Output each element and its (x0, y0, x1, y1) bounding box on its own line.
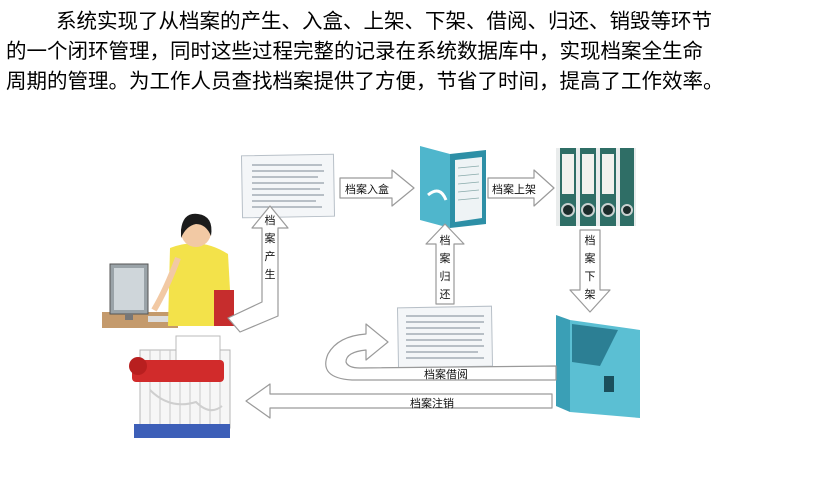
paragraph-line-2: 的一个闭环管理，同时这些过程完整的记录在系统数据库中，实现档案全生命 (6, 39, 703, 63)
diagram-graphics (102, 146, 640, 438)
arrow-unshelving (569, 229, 611, 313)
binder-shelf-icon (556, 148, 636, 226)
shredder-icon (129, 335, 231, 438)
arrow-returning (425, 223, 465, 305)
paragraph-line-3: 周期的管理。为工作人员查找档案提供了方便，节省了时间，提高了工作效率。 (6, 69, 724, 93)
arrow-boxing (339, 169, 415, 207)
archive-document-icon (240, 153, 336, 219)
archive-box-closed-icon (556, 315, 640, 418)
label-unshelving: 档案下架 (584, 234, 596, 301)
paragraph-line-1: 系统实现了从档案的产生、入盒、上架、下架、借阅、归还、销毁等环节 (56, 9, 712, 33)
label-shelving: 档案上架 (492, 183, 536, 196)
label-produce: 档案产生 (264, 214, 276, 281)
borrowed-document-icon (396, 305, 494, 369)
arrow-borrowing (325, 323, 557, 381)
label-borrowing: 档案借阅 (424, 368, 468, 381)
description-paragraph: 系统实现了从档案的产生、入盒、上架、下架、借阅、归还、销毁等环节 的一个闭环管理… (6, 6, 836, 96)
archive-lifecycle-diagram: 档案产生 档案入盒 档案上架 档案下架 档案归还 档案借阅 档案注销 (0, 140, 838, 497)
label-destroy: 档案注销 (410, 397, 454, 410)
arrow-produce (227, 205, 289, 333)
archive-box-open-icon (420, 146, 486, 228)
office-worker-icon (102, 213, 234, 328)
arrow-shelving (487, 169, 555, 207)
label-boxing: 档案入盒 (345, 183, 389, 196)
label-returning: 档案归还 (439, 234, 451, 301)
arrow-destroy (245, 383, 553, 419)
